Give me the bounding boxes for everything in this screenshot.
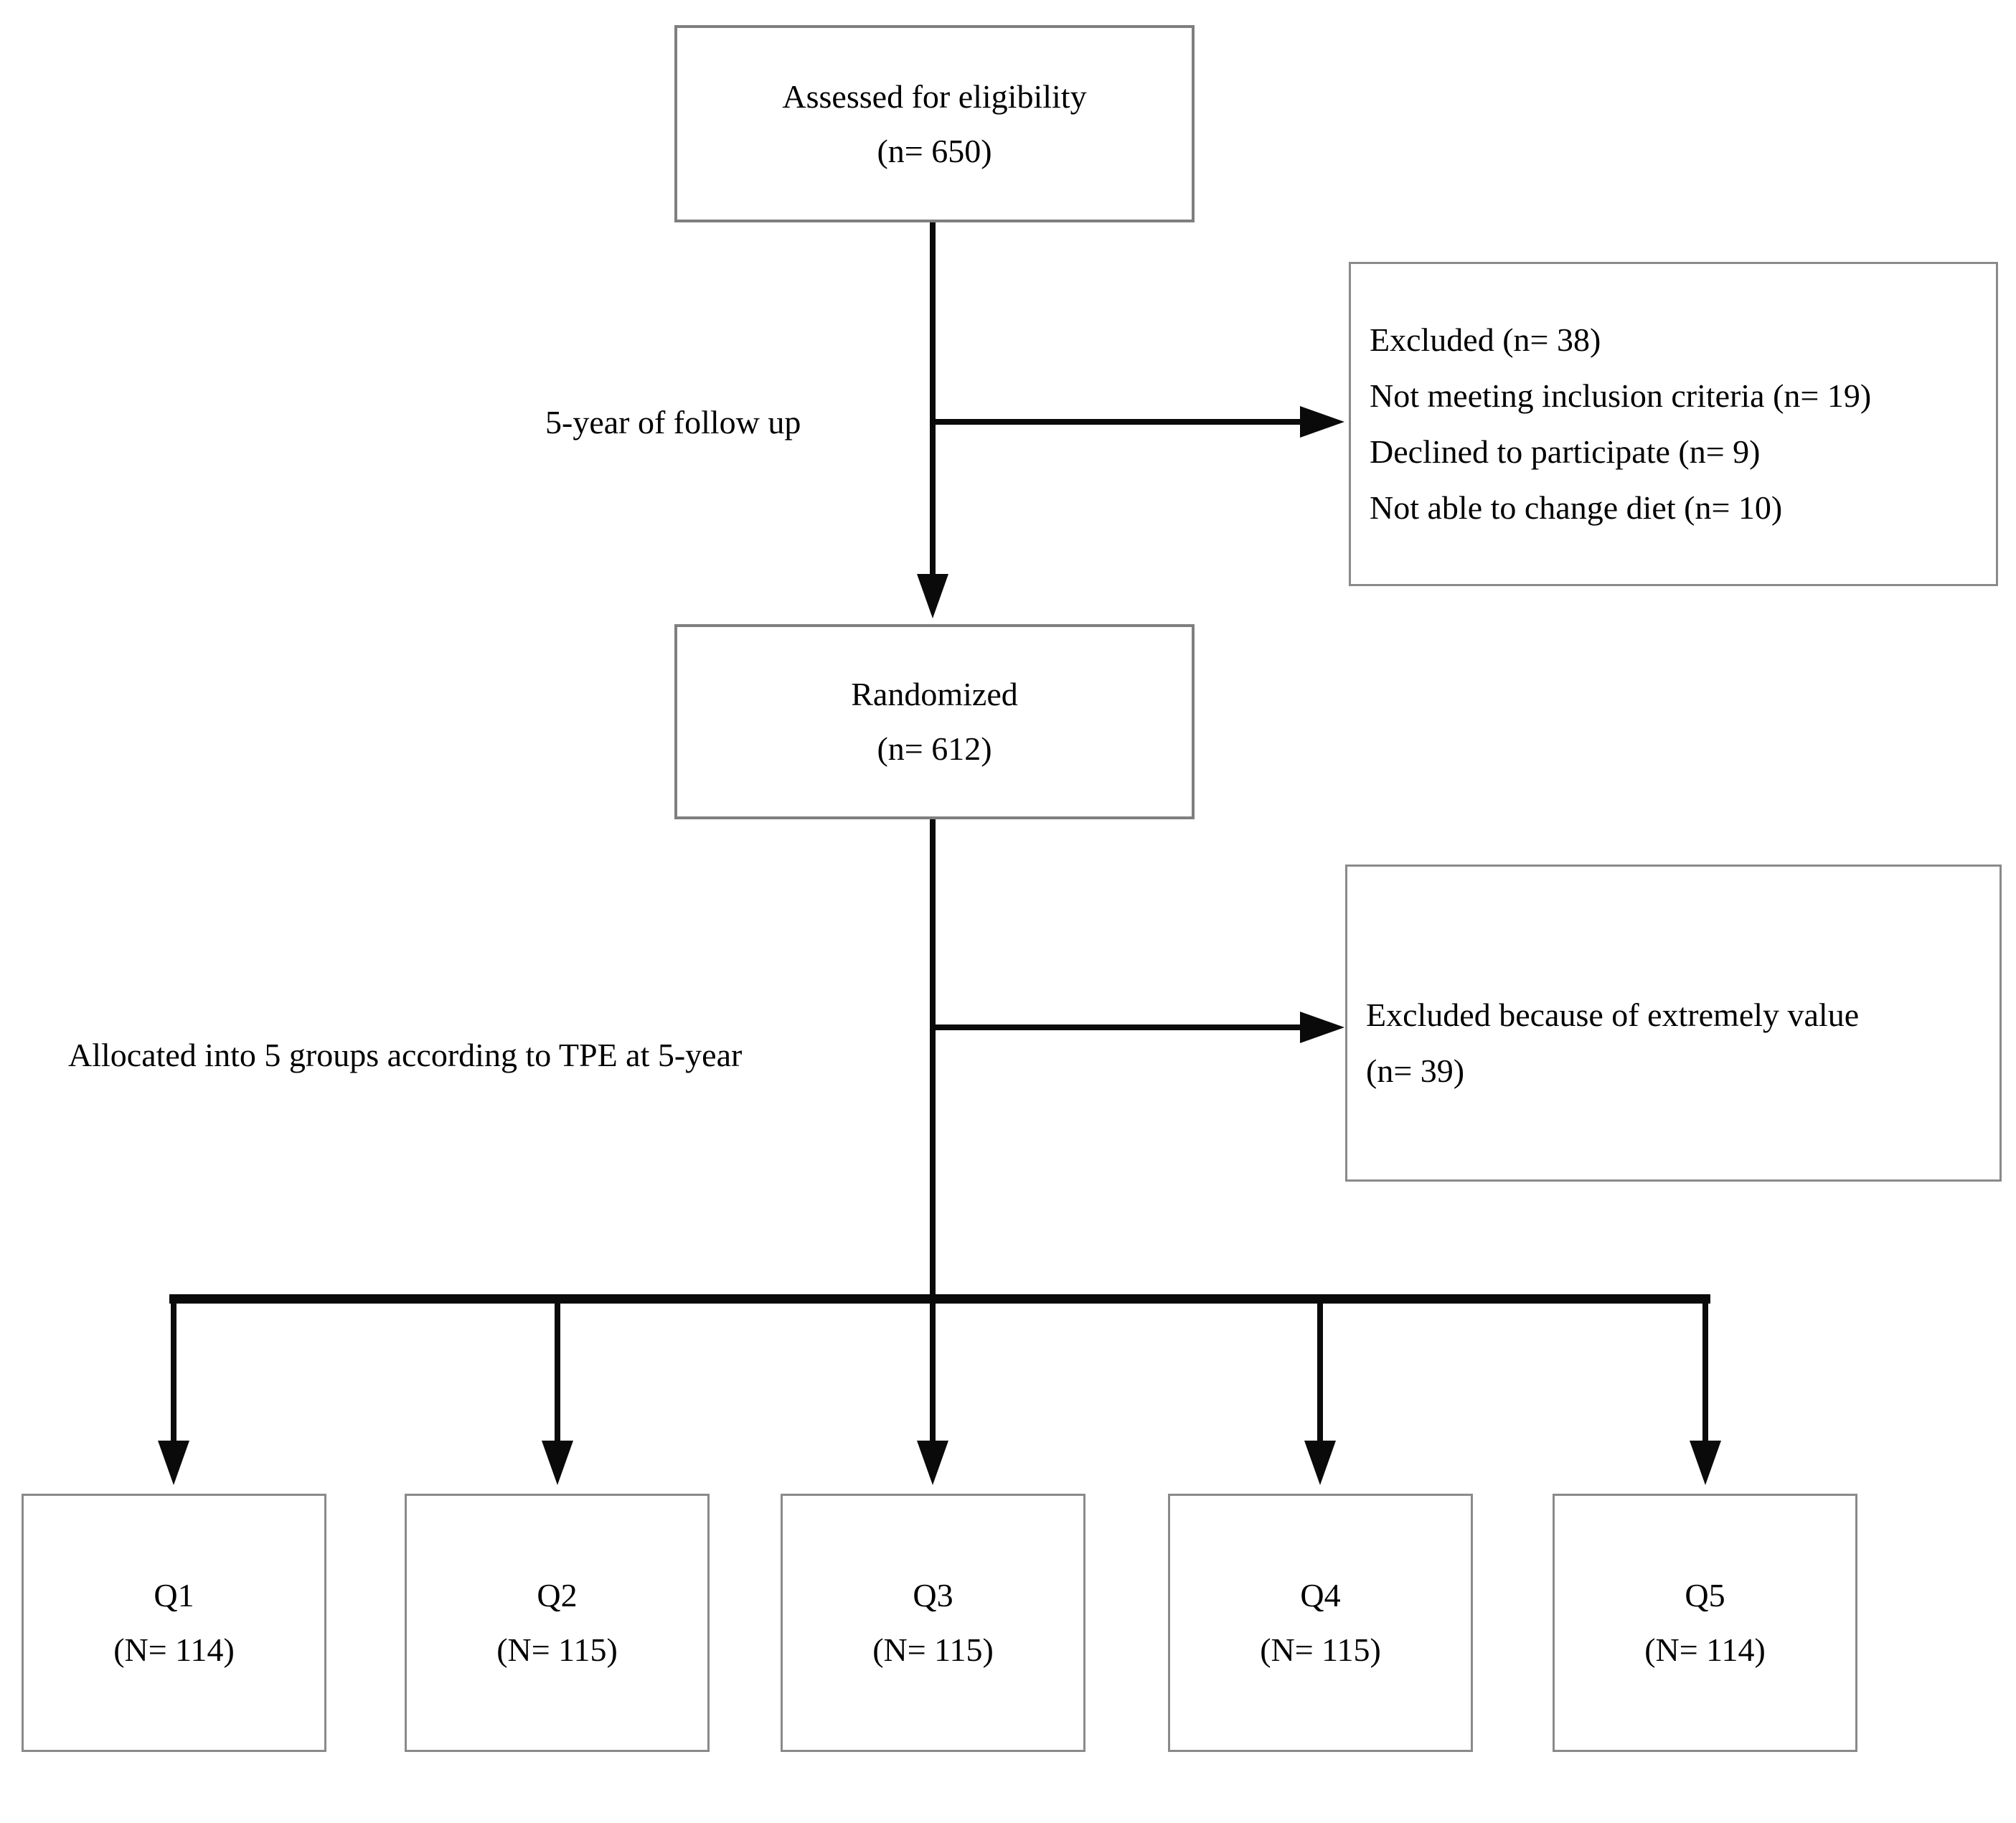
group-box-q2: Q2 (N= 115) (405, 1494, 710, 1752)
randomized-box: Randomized (n= 612) (674, 624, 1195, 819)
group-label: Q1 (154, 1577, 194, 1614)
drop-line-q3 (930, 1300, 936, 1441)
assessed-to-randomized-line (930, 222, 936, 578)
excluded-reason-declined: Declined to participate (n= 9) (1370, 433, 1761, 470)
group-count: (N= 114) (113, 1631, 235, 1668)
arrow-down-icon (917, 1441, 948, 1485)
distribution-bar (169, 1294, 1710, 1304)
excluded-total: Excluded (n= 38) (1370, 321, 1601, 358)
exclusion-branch-line (933, 419, 1302, 425)
allocated-label: Allocated into 5 groups according to TPE… (68, 1037, 743, 1073)
drop-line-q1 (171, 1300, 176, 1441)
group-count: (N= 114) (1644, 1631, 1766, 1668)
drop-line-q5 (1702, 1300, 1708, 1441)
group-count: (N= 115) (1260, 1631, 1381, 1668)
group-count: (N= 115) (872, 1631, 994, 1668)
arrow-down-icon (917, 574, 948, 618)
excluded-reason-diet: Not able to change diet (n= 10) (1370, 489, 1783, 526)
drop-line-q4 (1317, 1300, 1323, 1441)
group-label: Q4 (1300, 1577, 1341, 1614)
group-box-q1: Q1 (N= 114) (22, 1494, 326, 1752)
assessed-eligibility-title: Assessed for eligibility (782, 77, 1087, 115)
excluded-box: Excluded (n= 38) Not meeting inclusion c… (1349, 262, 1998, 586)
arrow-right-icon (1300, 1012, 1344, 1043)
assessed-eligibility-box: Assessed for eligibility (n= 650) (674, 25, 1195, 222)
extreme-excluded-box: Excluded because of extremely value (n= … (1345, 865, 2002, 1182)
followup-label: 5-year of follow up (545, 404, 801, 441)
drop-line-q2 (555, 1300, 560, 1441)
assessed-eligibility-count: (n= 650) (877, 132, 992, 169)
randomized-count: (n= 612) (877, 730, 992, 767)
extreme-excluded-title: Excluded because of extremely value (1366, 996, 1860, 1033)
group-box-q4: Q4 (N= 115) (1168, 1494, 1473, 1752)
group-label: Q5 (1685, 1577, 1725, 1614)
extreme-excluded-count: (n= 39) (1366, 1052, 1465, 1089)
group-label: Q2 (537, 1577, 578, 1614)
group-box-q3: Q3 (N= 115) (781, 1494, 1085, 1752)
group-label: Q3 (913, 1577, 953, 1614)
arrow-down-icon (1690, 1441, 1721, 1485)
randomized-title: Randomized (851, 676, 1018, 712)
randomized-to-groups-line (930, 819, 936, 1300)
extreme-exclusion-branch-line (933, 1024, 1302, 1030)
arrow-down-icon (542, 1441, 573, 1485)
arrow-right-icon (1300, 406, 1344, 438)
arrow-down-icon (158, 1441, 189, 1485)
group-box-q5: Q5 (N= 114) (1553, 1494, 1857, 1752)
excluded-reason-inclusion: Not meeting inclusion criteria (n= 19) (1370, 377, 1872, 414)
arrow-down-icon (1304, 1441, 1336, 1485)
group-count: (N= 115) (496, 1631, 618, 1668)
